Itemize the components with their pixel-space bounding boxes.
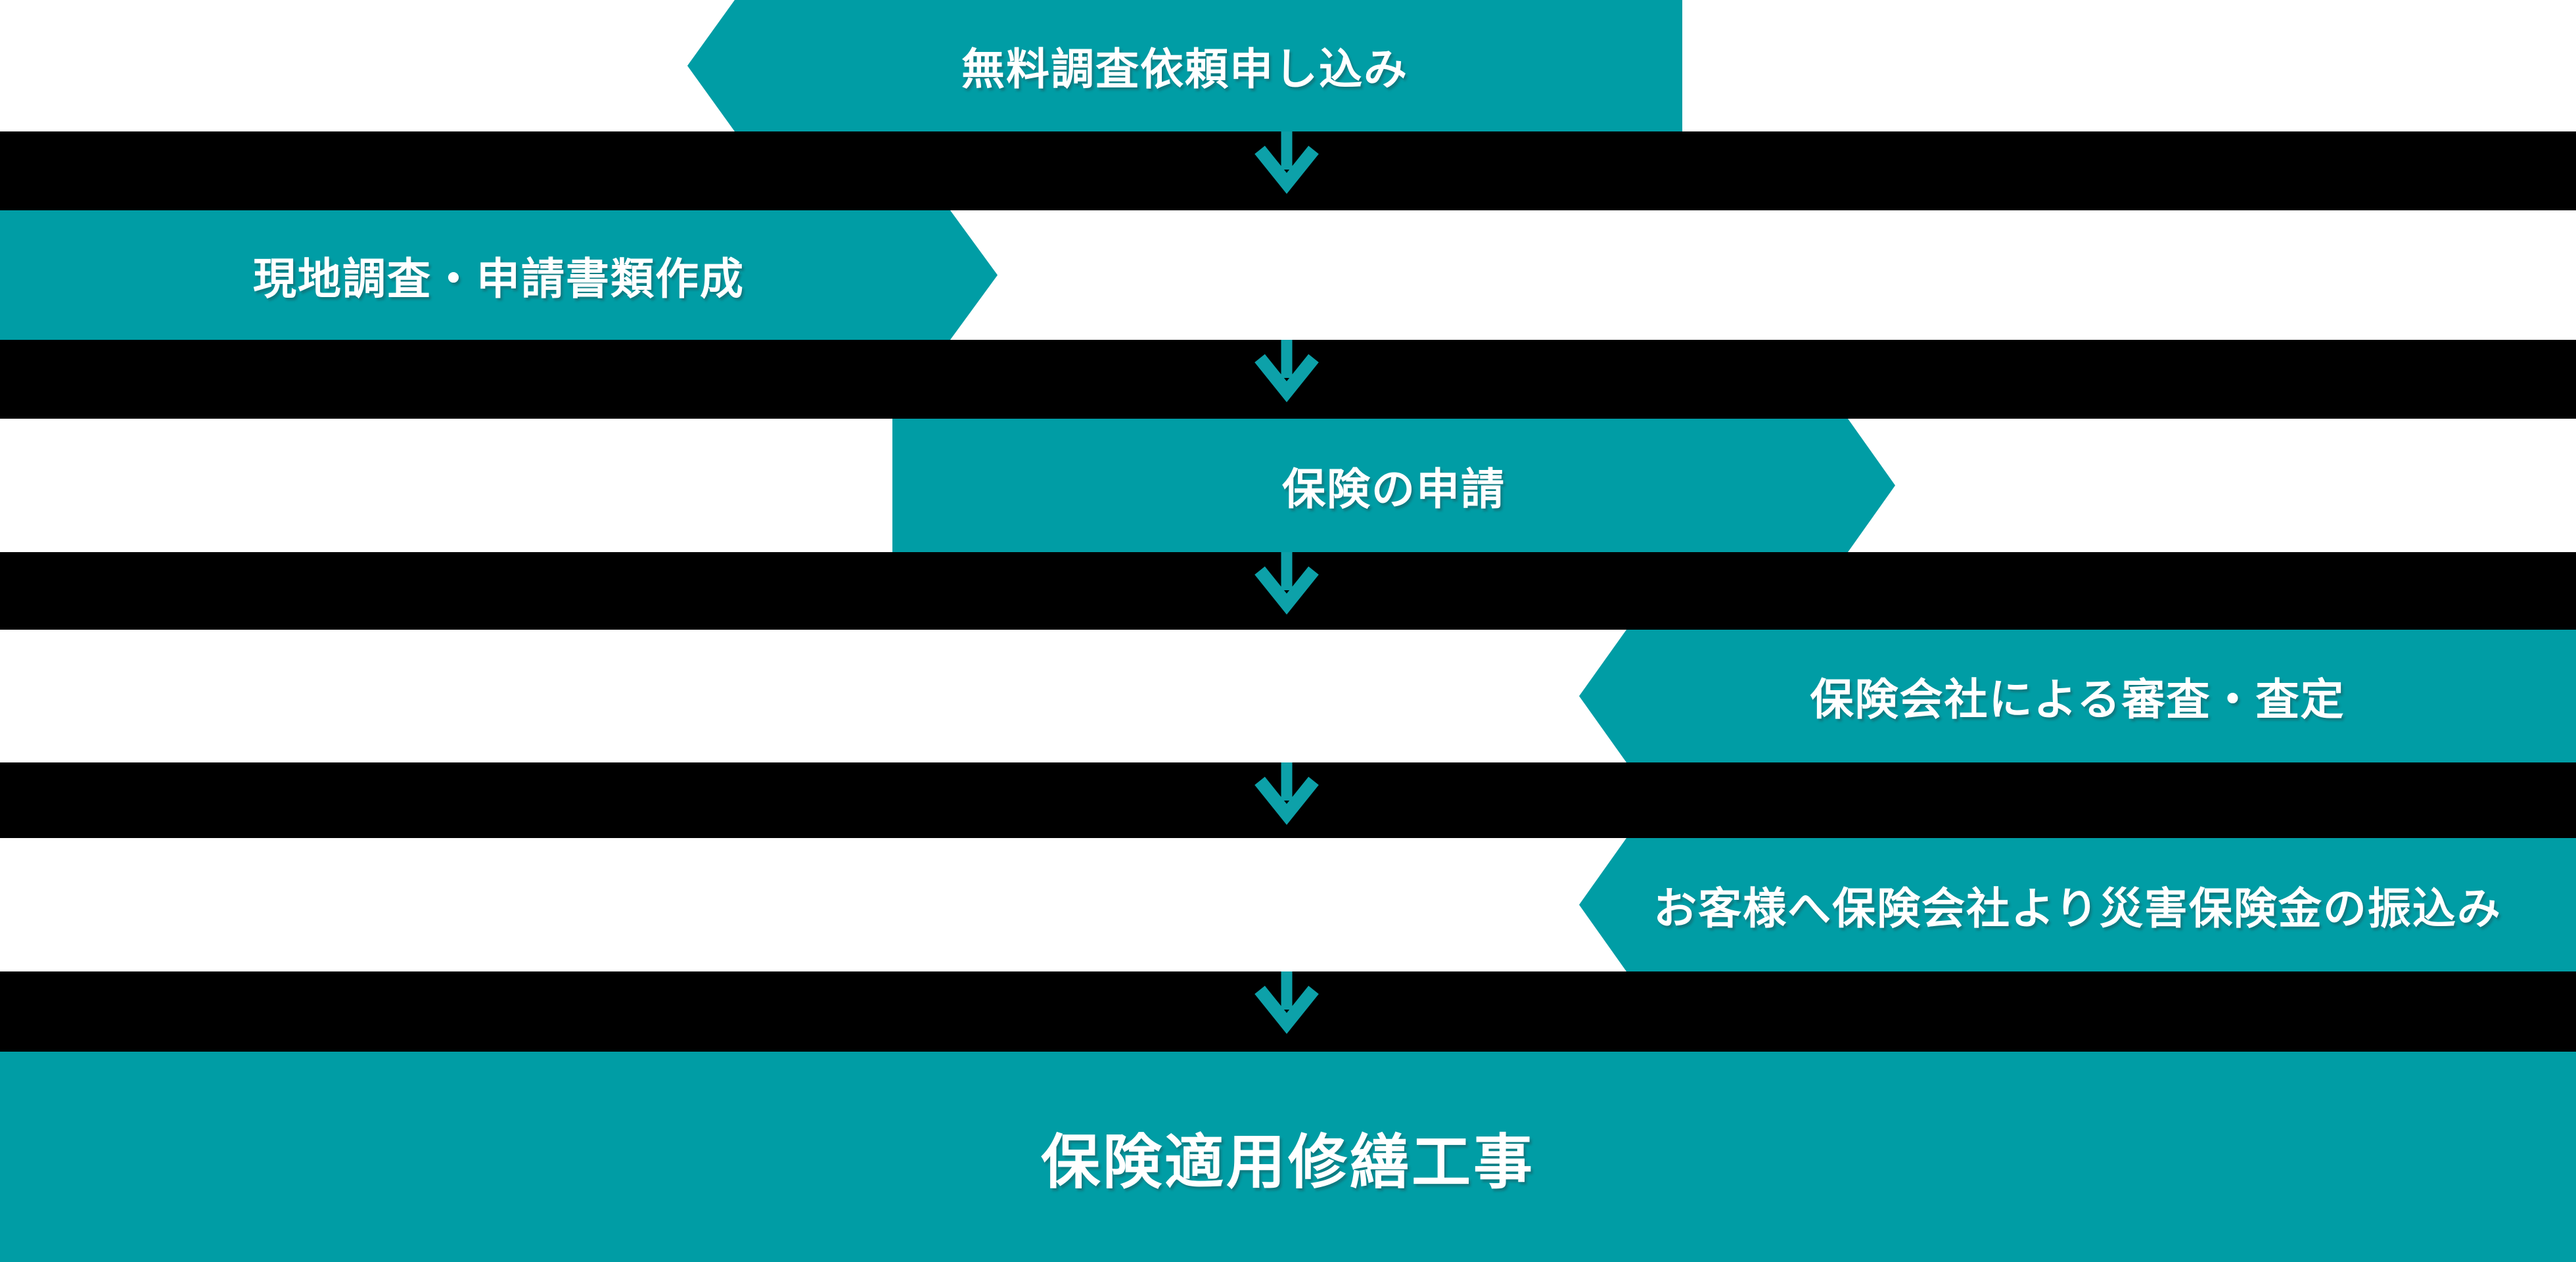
step-banner-insurance-application: 保険の申請 (892, 419, 1895, 552)
step-label: お客様へ保険会社より災害保険金の振込み (1653, 883, 2502, 933)
step-label: 現地調査・申請書類作成 (253, 254, 745, 303)
separator-bar (0, 762, 2576, 838)
down-arrow-icon (1254, 340, 1319, 402)
step-label: 保険適用修繕工事 (1041, 1130, 1535, 1196)
step-banner-free-survey-application: 無料調査依頼申し込み (687, 0, 1682, 131)
separator-bar (0, 340, 2576, 419)
separator-bar (0, 131, 2576, 210)
step-label: 保険の申請 (1282, 464, 1506, 513)
step-label: 無料調査依頼申し込み (961, 45, 1408, 93)
down-arrow-icon (1254, 762, 1319, 825)
step-label: 保険会社による審査・査定 (1810, 675, 2345, 724)
separator-bar (0, 552, 2576, 630)
step-banner-insured-repair-work: 保険適用修繕工事 (0, 1052, 2576, 1262)
down-arrow-icon (1254, 131, 1319, 194)
step-banner-insurer-review-assessment: 保険会社による審査・査定 (1579, 630, 2576, 762)
step-banner-site-survey-document-creation: 現地調査・申請書類作成 (0, 210, 998, 340)
step-banner-insurance-payout-transfer: お客様へ保険会社より災害保険金の振込み (1579, 838, 2576, 971)
down-arrow-icon (1254, 552, 1319, 615)
separator-bar (0, 971, 2576, 1052)
down-arrow-icon (1254, 971, 1319, 1034)
